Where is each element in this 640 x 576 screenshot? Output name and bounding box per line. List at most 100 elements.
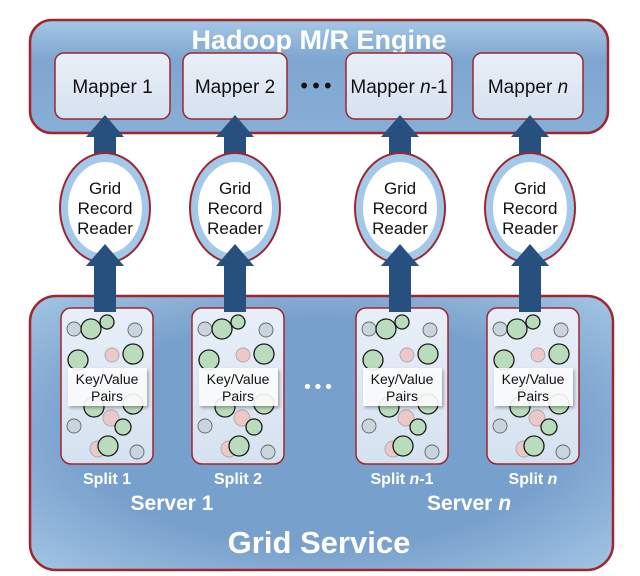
- key-value-pair-dot: [67, 349, 89, 371]
- split-label: Split n-1: [370, 471, 433, 488]
- key-value-label-box: [363, 368, 442, 406]
- key-value-pair-dot: [66, 321, 82, 337]
- split-label-prefix: Split: [509, 471, 548, 488]
- split-label-prefix: Split: [370, 471, 409, 488]
- mapper-label-index: n: [420, 77, 431, 98]
- key-value-pair-dot: [492, 418, 508, 434]
- key-value-pair-dot: [361, 418, 377, 434]
- key-value-pair-dot: [253, 343, 275, 365]
- key-value-pair-dot: [409, 418, 427, 436]
- mapper-1: Mapper 1: [54, 52, 171, 120]
- mapper-label-tail: -1: [431, 77, 448, 98]
- server-label-1-index: 1: [202, 492, 214, 515]
- key-value-pair-dot: [394, 314, 410, 330]
- key-value-pair-dot: [525, 314, 541, 330]
- mapper-label-index: 2: [265, 77, 276, 98]
- key-value-pair-dot: [102, 409, 120, 427]
- key-value-pair-dot: [424, 444, 440, 460]
- reader-label-line: Grid: [89, 179, 121, 198]
- key-value-label: Pairs: [222, 388, 254, 404]
- key-value-pair-dot: [492, 321, 508, 337]
- server-label-2: Server n: [427, 492, 511, 515]
- server-list: Server 1 Server n: [131, 492, 511, 515]
- reader-center: [68, 162, 142, 254]
- mapper-4: Mapper n: [472, 52, 584, 120]
- key-value-pair-dot: [258, 322, 274, 338]
- key-value-pair-dot: [375, 318, 397, 340]
- reader-list: GridRecordReaderGridRecordReaderGridReco…: [59, 152, 576, 274]
- reader-label-line: Reader: [372, 219, 428, 238]
- split-label-index: 2: [253, 471, 262, 488]
- mapper-label-prefix: Mapper: [350, 77, 420, 98]
- key-value-pair-dot: [245, 418, 263, 436]
- split-label-index: 1: [122, 471, 131, 488]
- key-value-pair-dot: [127, 322, 143, 338]
- reader-label-line: Record: [208, 199, 263, 218]
- key-value-pair-dot: [80, 318, 102, 340]
- key-value-pair-dot: [235, 347, 251, 363]
- key-value-pair-dot: [523, 435, 545, 457]
- mapper-label: Mapper 2: [195, 77, 275, 98]
- key-value-pair-dot: [129, 444, 145, 460]
- key-value-pair-dot: [99, 314, 115, 330]
- server-label-2-index: n: [498, 492, 511, 515]
- key-value-label: Key/Value: [76, 371, 139, 387]
- key-value-pair-dot: [397, 409, 415, 427]
- key-value-pair-dot: [362, 349, 384, 371]
- key-value-pair-dot: [493, 349, 515, 371]
- arrow-tip-2: [216, 244, 254, 274]
- mapper-label-prefix: Mapper: [72, 77, 142, 98]
- key-value-pair-dot: [233, 409, 251, 427]
- reader-label-line: Grid: [219, 179, 251, 198]
- key-value-label-box: [199, 368, 278, 406]
- mapper-label-prefix: Mapper: [195, 77, 265, 98]
- split-label-prefix: Split: [83, 471, 122, 488]
- key-value-pair-dot: [197, 321, 213, 337]
- key-value-pair-dot: [97, 435, 119, 457]
- split-label-index: n: [548, 471, 558, 488]
- mapper-2: Mapper 2: [182, 52, 288, 120]
- reader-label-line: Grid: [514, 179, 546, 198]
- hadoop-engine-box: [28, 18, 610, 135]
- key-value-pair-dot: [548, 343, 570, 365]
- key-value-pair-dot: [361, 321, 377, 337]
- split-label: Split n: [509, 471, 558, 488]
- key-value-pair-dot: [211, 318, 233, 340]
- server-label-2-prefix: Server: [427, 492, 498, 515]
- reader-label-line: Reader: [502, 219, 558, 238]
- key-value-pair-dot: [530, 347, 546, 363]
- mapper-label-index: n: [558, 77, 569, 98]
- reader-label-line: Record: [373, 199, 428, 218]
- key-value-label: Pairs: [386, 388, 418, 404]
- key-value-label: Key/Value: [502, 371, 565, 387]
- mapper-ellipsis: •••: [298, 74, 333, 98]
- key-value-pair-dot: [392, 435, 414, 457]
- key-value-pair-dot: [104, 347, 120, 363]
- reader-label-line: Record: [78, 199, 133, 218]
- key-value-pair-dot: [260, 444, 276, 460]
- arrow-tip-4: [511, 244, 549, 274]
- key-value-pair-dot: [417, 343, 439, 365]
- hadoop-engine-title: Hadoop M/R Engine: [192, 25, 447, 55]
- key-value-pair-dot: [506, 318, 528, 340]
- reader-center: [493, 162, 567, 254]
- key-value-pair-dot: [399, 347, 415, 363]
- key-value-label: Pairs: [517, 388, 549, 404]
- key-value-pair-dot: [555, 444, 571, 460]
- grid-service-box: [28, 294, 615, 572]
- arrow-tip-1: [86, 244, 124, 274]
- mapper-label: Mapper n: [488, 77, 568, 98]
- mapper-3: Mapper n-1: [345, 52, 453, 120]
- key-value-label-box: [68, 368, 147, 406]
- mapper-label: Mapper 1: [72, 77, 152, 98]
